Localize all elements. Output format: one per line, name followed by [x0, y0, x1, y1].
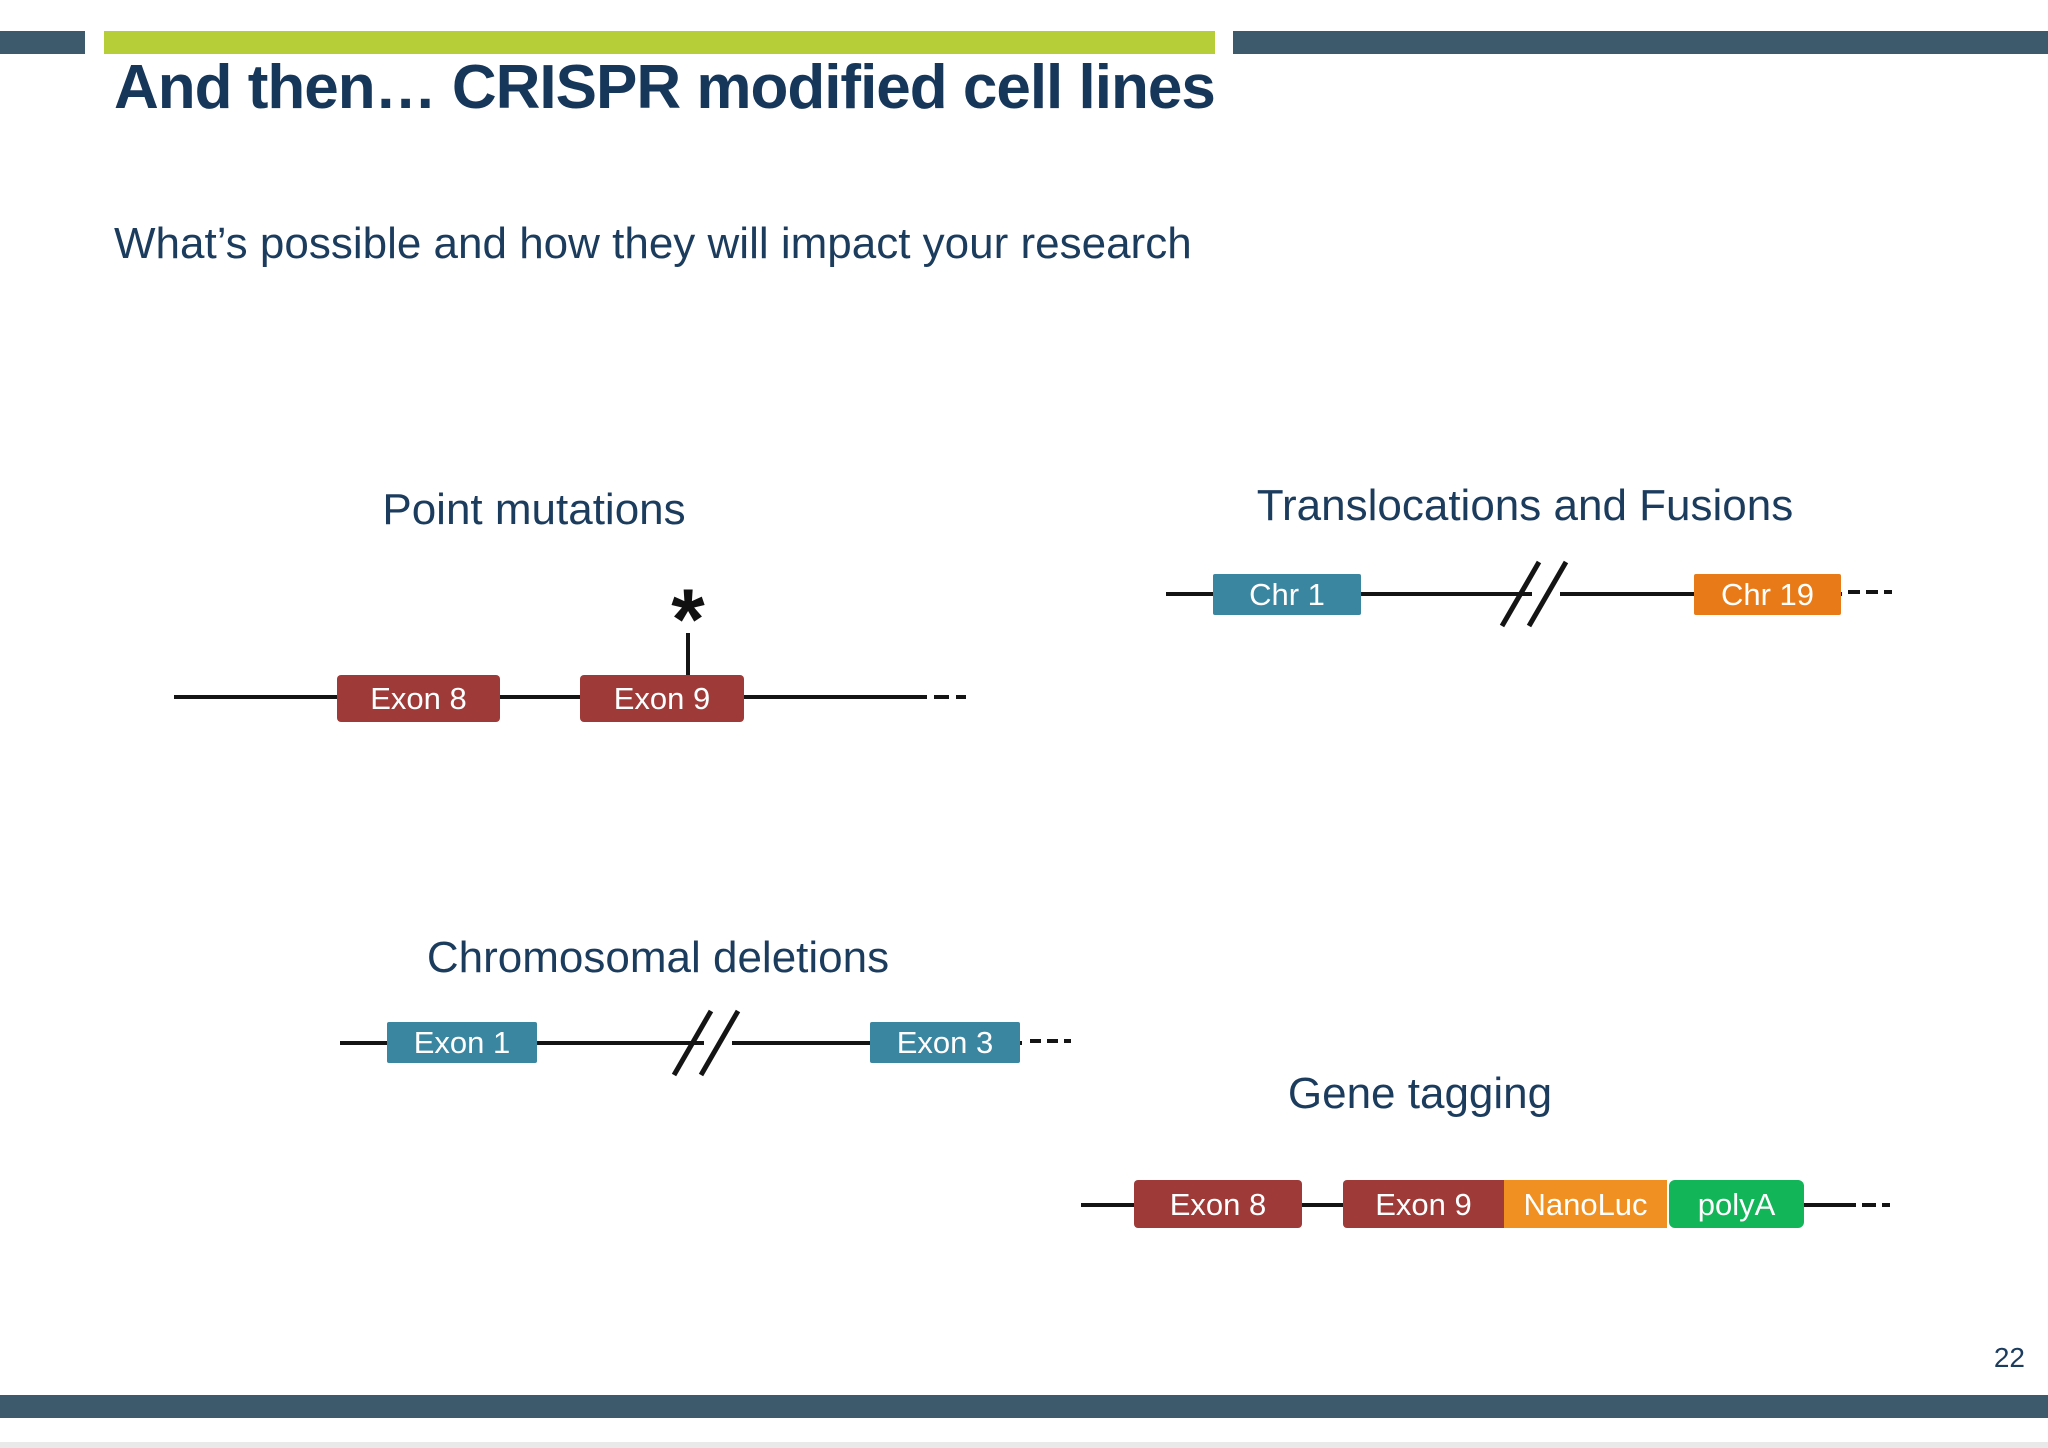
header-accent-left-bar	[0, 31, 85, 54]
gene-line-dash	[1882, 1203, 1890, 1207]
tag-exon9-box: Exon 9	[1343, 1180, 1504, 1228]
exon8-box: Exon 8	[337, 675, 500, 722]
gene-tagging-label: Gene tagging	[1287, 1069, 1553, 1118]
gene-line-dash	[1866, 590, 1878, 594]
gene-line-dash	[1047, 1039, 1058, 1043]
chr19-box: Chr 19	[1694, 574, 1841, 615]
header-accent-right-bar	[1233, 31, 2048, 54]
gene-line-dash	[934, 695, 949, 699]
slide-subtitle: What’s possible and how they will impact…	[114, 219, 1192, 268]
exon1-box: Exon 1	[387, 1022, 537, 1063]
chr1-box: Chr 1	[1213, 574, 1361, 615]
gene-line	[174, 695, 927, 699]
gene-line	[1802, 1203, 1856, 1207]
page-number: 22	[1993, 1342, 2025, 1373]
gene-line-dash	[1848, 590, 1860, 594]
gene-line	[1081, 1203, 1137, 1207]
gene-line-dash	[1030, 1039, 1041, 1043]
gene-line-dash	[1884, 590, 1892, 594]
gene-line-dash	[1862, 1203, 1876, 1207]
tag-exon8-box: Exon 8	[1134, 1180, 1302, 1228]
exon9-box: Exon 9	[580, 675, 744, 722]
mutation-marker-stem	[686, 633, 690, 676]
footer-edge-line	[0, 1442, 2048, 1448]
header-green-bar	[104, 31, 1215, 54]
nanoluc-box: NanoLuc	[1504, 1180, 1667, 1228]
gene-line	[1300, 1203, 1346, 1207]
translocations-label: Translocations and Fusions	[1256, 481, 1794, 530]
slide-title: And then… CRISPR modified cell lines	[114, 53, 1216, 122]
gene-line-dash	[956, 695, 966, 699]
footer-bar	[0, 1395, 2048, 1418]
point-mutations-label: Point mutations	[382, 485, 686, 534]
gene-line-dash	[1064, 1039, 1071, 1043]
chromosomal-deletions-label: Chromosomal deletions	[426, 933, 890, 982]
polya-box: polyA	[1669, 1180, 1804, 1228]
exon3-box: Exon 3	[870, 1022, 1020, 1063]
